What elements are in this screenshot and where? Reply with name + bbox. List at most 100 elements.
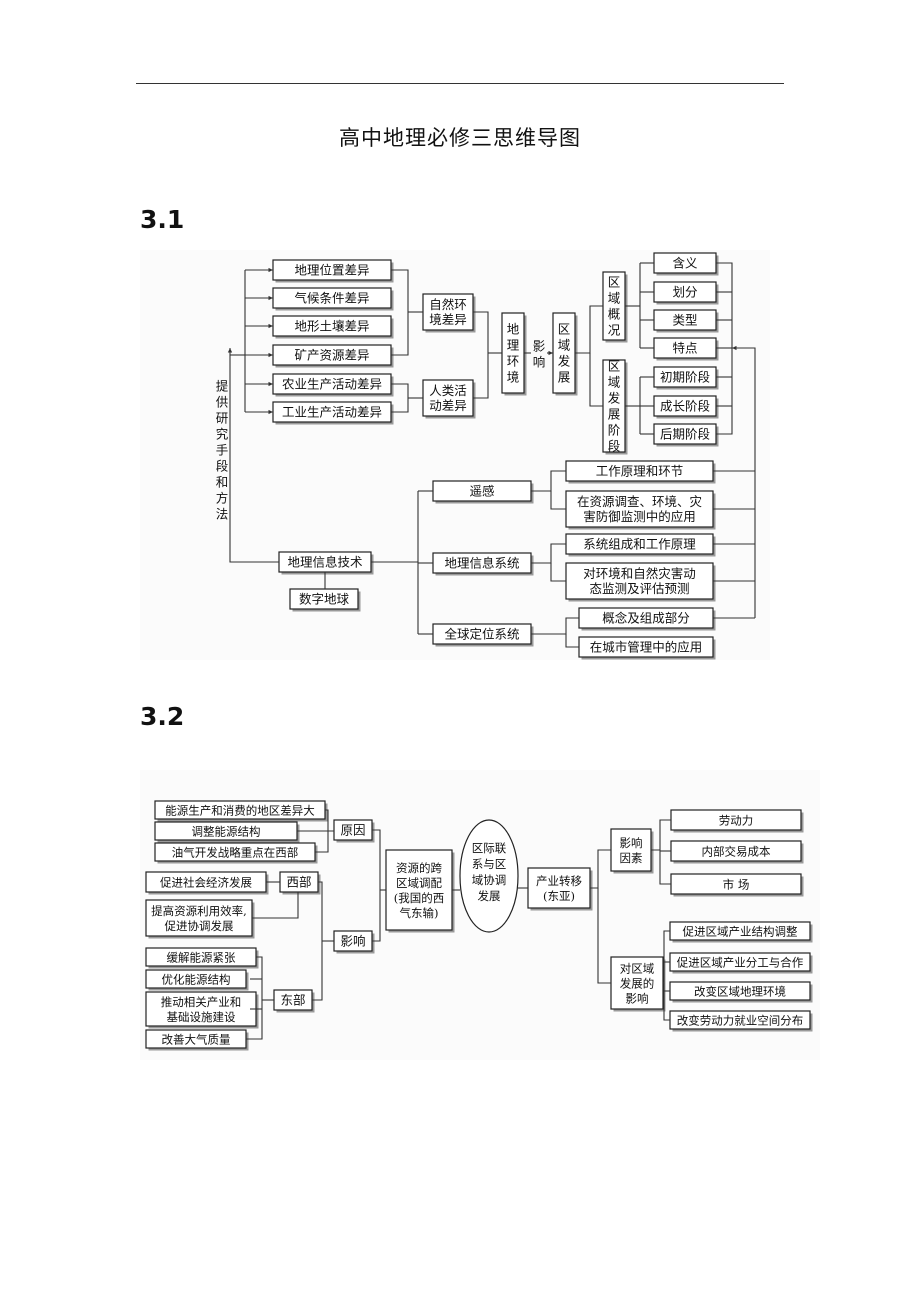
center-oval-text: 域协调 — [472, 873, 507, 887]
research-means-char: 法 — [216, 507, 229, 522]
section-heading-3-1: 3.1 — [140, 205, 185, 234]
overview-item-1-text: 划分 — [672, 285, 697, 300]
natural-env-diff-text: 境差异 — [429, 312, 467, 327]
industry-transfer-box — [527, 867, 591, 909]
cause-1-text: 调整能源结构 — [192, 825, 261, 839]
region-overview-char: 概 — [608, 307, 621, 322]
research-means-char: 手 — [216, 443, 229, 458]
dev-impact-2-text: 改变区域地理环境 — [694, 985, 786, 999]
west-label-text: 西部 — [286, 875, 311, 890]
connector-line — [590, 849, 611, 889]
factor-2-text: 市 场 — [723, 878, 750, 892]
region-stages-char: 发 — [608, 391, 621, 406]
research-means-char: 方 — [216, 491, 229, 506]
digital-earth-text: 数字地球 — [299, 592, 350, 607]
rs-item-1-text: 害防御监测中的应用 — [583, 509, 696, 524]
factors-label-text: 因素 — [620, 851, 643, 865]
natural-factor-1-text: 气候条件差异 — [294, 291, 369, 306]
geo-env-char: 境 — [507, 370, 520, 385]
center-oval-text: 区际联 — [472, 841, 507, 855]
arrow-head — [268, 409, 273, 415]
arrow-head — [732, 345, 737, 351]
digital-earth-box — [289, 588, 359, 610]
connector-line — [550, 563, 566, 582]
influence-char: 响 — [533, 355, 546, 370]
arrow-head — [268, 295, 273, 301]
research-means-char: 研 — [216, 411, 229, 426]
industry-transfer-text: 产业转移 — [536, 874, 582, 888]
region-overview-char: 况 — [608, 323, 621, 338]
research-means-char: 究 — [216, 427, 229, 442]
connector-line — [732, 347, 756, 618]
east-item-0-text: 缓解能源紧张 — [167, 951, 236, 965]
region-dev-char: 展 — [558, 370, 571, 385]
east-item-2-text: 基础设施建设 — [167, 1010, 236, 1024]
geo-env-char: 理 — [507, 338, 520, 353]
cause-0-text: 能源生产和消费的地区差异大 — [165, 804, 315, 818]
natural-env-diff-text: 自然环 — [429, 297, 467, 312]
human-act-diff-text: 人类活 — [429, 383, 467, 398]
gis-item-1-text: 对环境和自然灾害动 — [583, 566, 696, 581]
region-stages-char: 段 — [608, 439, 621, 454]
arrow-head — [268, 381, 273, 387]
center-case-text: 资源的跨 — [396, 861, 442, 875]
east-item-1-box — [145, 969, 247, 989]
region-stages-char: 区 — [608, 359, 621, 374]
influence-char: 影 — [533, 339, 546, 354]
natural-factor-0-text: 地理位置差异 — [294, 263, 369, 278]
stage-item-0-text: 初期阶段 — [660, 370, 710, 385]
rs-item-1-text: 在资源调查、环境、灾 — [577, 494, 703, 509]
west-item-1-text: 促进协调发展 — [165, 919, 234, 933]
geo-env-char: 环 — [507, 354, 520, 369]
connector-line — [659, 850, 671, 885]
region-dev-char: 发 — [558, 354, 571, 369]
dev-impact-label-text: 发展的 — [620, 977, 655, 991]
connector-line — [531, 470, 566, 492]
center-oval-text: 发展 — [478, 889, 501, 903]
connector-line — [252, 892, 299, 919]
center-case-text: (我国的西 — [394, 891, 445, 905]
arrow-head — [268, 267, 273, 273]
dev-impact-label-text: 对区域 — [620, 962, 655, 976]
gps-item-0-text: 概念及组成部分 — [602, 611, 690, 626]
connector-line — [531, 543, 566, 564]
connector-line — [565, 634, 579, 648]
east-label-text: 东部 — [280, 993, 305, 1008]
remote-sensing-text: 遥感 — [469, 484, 494, 499]
gis-item-1-box — [565, 562, 714, 600]
industry-transfer-text: (东亚) — [543, 889, 575, 903]
arrow-head — [268, 323, 273, 329]
cause-label-text: 原因 — [340, 823, 365, 838]
gps-text: 全球定位系统 — [444, 627, 519, 642]
connector-line — [372, 829, 381, 942]
overview-item-0-text: 含义 — [672, 256, 698, 271]
factor-1-text: 内部交易成本 — [702, 845, 771, 859]
natural-factor-3-text: 矿产资源差异 — [294, 348, 369, 363]
dev-impact-0-text: 促进区域产业结构调整 — [683, 925, 798, 939]
overview-item-2-text: 类型 — [672, 313, 697, 328]
overview-item-3-text: 特点 — [672, 341, 697, 356]
region-overview-char: 区 — [608, 275, 621, 290]
arrow-head — [227, 348, 233, 353]
human-factor-0-text: 农业生产活动差异 — [282, 377, 382, 392]
research-means-char: 供 — [216, 395, 229, 410]
center-oval-text: 系与区 — [472, 857, 507, 871]
center-oval-shape — [459, 819, 519, 933]
west-item-1-box — [145, 899, 253, 937]
center-case-text: 区域调配 — [396, 876, 442, 890]
geo-info-tech-text: 地理信息技术 — [287, 555, 363, 570]
region-dev-char: 域 — [558, 338, 571, 353]
gis-item-0-text: 系统组成和工作原理 — [583, 537, 696, 552]
geo-env-char: 地 — [507, 322, 520, 337]
connector-line — [597, 888, 611, 984]
factor-0-text: 劳动力 — [719, 814, 754, 828]
west-item-0-text: 促进社会经济发展 — [160, 876, 252, 890]
factors-label-text: 影响 — [620, 836, 643, 850]
connector-line — [550, 491, 566, 510]
region-stages-char: 域 — [608, 375, 621, 390]
region-overview-char: 域 — [608, 291, 621, 306]
impact-label-text: 影响 — [340, 934, 365, 949]
connector-line — [651, 819, 671, 851]
